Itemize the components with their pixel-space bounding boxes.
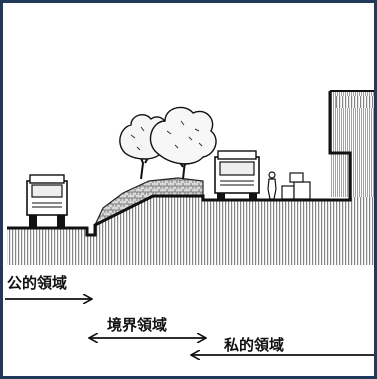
truck-right-icon [214, 150, 260, 200]
public-zone-label: 公的領域 [7, 274, 68, 292]
building-shape [328, 90, 374, 197]
ground-hatch [7, 196, 374, 265]
person-icon [267, 171, 277, 200]
street-section-illustration [5, 90, 374, 376]
tree-right-icon [149, 106, 217, 180]
ground-profile-line [7, 194, 352, 237]
private-zone-label: 私的領域 [224, 336, 285, 354]
truck-left-icon [26, 174, 68, 227]
boundary-zone-label: 境界領域 [107, 316, 168, 334]
boxes-icon [281, 172, 311, 200]
